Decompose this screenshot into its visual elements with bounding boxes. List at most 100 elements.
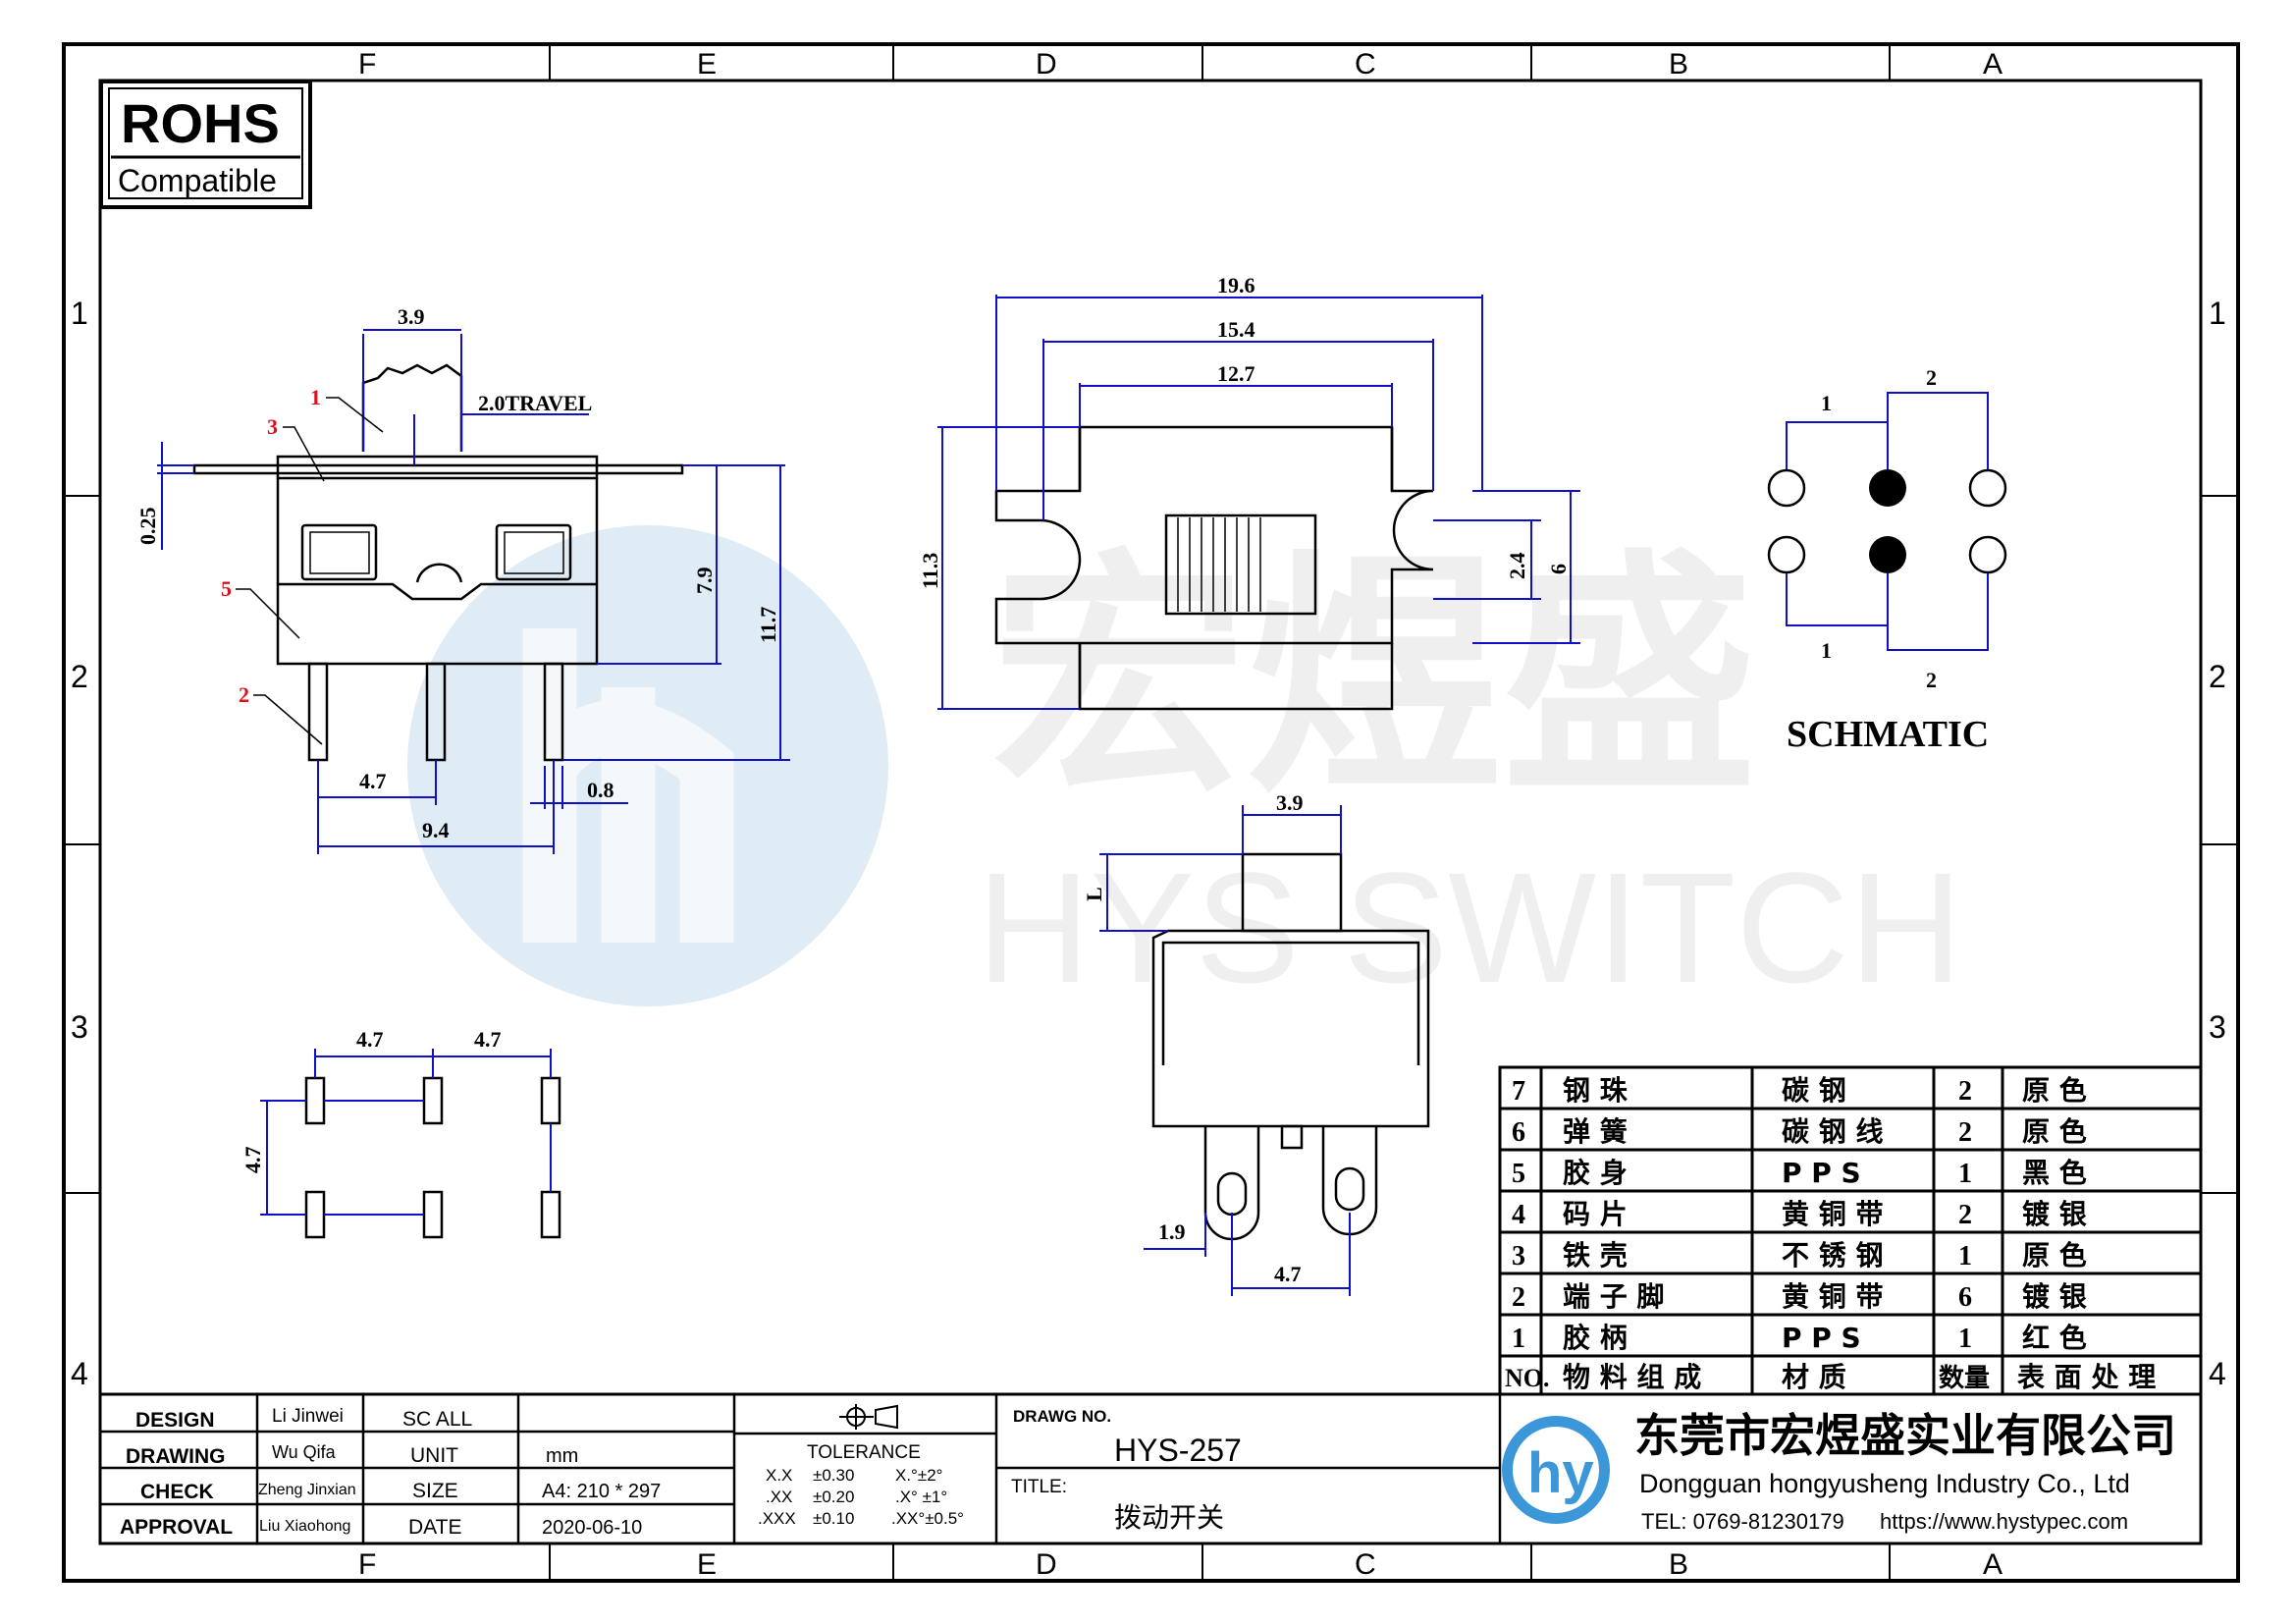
key-unit: UNIT — [410, 1444, 458, 1467]
bom-row-finish: 原 色 — [2022, 1239, 2087, 1272]
role-drawing: DRAWING — [126, 1445, 226, 1468]
tol-a3: X.°±2° — [895, 1466, 942, 1485]
callout-2: 2 — [239, 682, 249, 707]
bom-row-name: 胶 身 — [1563, 1157, 1628, 1189]
schematic-bottom-1: 1 — [1821, 638, 1832, 663]
bom-row-material: 黄 铜 带 — [1782, 1280, 1884, 1313]
zone-a-top: A — [1983, 48, 2002, 81]
bom-header-finish: 表 面 处 理 — [2017, 1361, 2156, 1393]
schematic-bottom-2: 2 — [1926, 668, 1937, 692]
front-view: 3.9 2.0TRAVEL 0.25 7.9 11.7 4.7 9.4 0.8 … — [135, 304, 790, 854]
svg-text:hy: hy — [1527, 1441, 1594, 1505]
zone-2-right: 2 — [2209, 659, 2226, 694]
footprint-pitch-v: 4.7 — [240, 1147, 265, 1174]
bom-row-name: 码 片 — [1563, 1198, 1628, 1230]
key-size: SIZE — [412, 1480, 458, 1502]
dim-slot: 2.4 — [1505, 553, 1529, 580]
bom-row-finish: 镀 银 — [2022, 1280, 2088, 1313]
bom-row-no: 2 — [1512, 1282, 1525, 1313]
bom-row-name: 钢 珠 — [1563, 1074, 1629, 1107]
dim-pin-span: 9.4 — [422, 818, 450, 842]
outer-frame — [62, 42, 2240, 1583]
side-dim-actuator: 3.9 — [1276, 790, 1304, 815]
dim-width-mid: 15.4 — [1217, 317, 1255, 342]
dim-height-total: 11.7 — [756, 607, 780, 643]
bom-row-qty: 2 — [1958, 1117, 1972, 1148]
zone-4-right: 4 — [2209, 1356, 2226, 1391]
bom-row-qty: 2 — [1958, 1076, 1972, 1107]
footprint-view: 4.7 4.7 4.7 — [240, 1027, 561, 1239]
zone-1-right: 1 — [2209, 296, 2226, 331]
zone-3-left: 3 — [71, 1009, 88, 1045]
dim-travel: 2.0TRAVEL — [478, 391, 592, 415]
zone-ticks — [64, 44, 2238, 1581]
bom-row-qty: 1 — [1958, 1159, 1972, 1189]
bom-row-name: 铁 壳 — [1563, 1239, 1628, 1272]
zone-numbers-left: 1 2 3 4 — [71, 296, 88, 1391]
role-design: DESIGN — [135, 1409, 215, 1432]
drawing-no: HYS-257 — [1114, 1433, 1242, 1468]
projection-symbol-icon — [839, 1404, 898, 1430]
side-dim-lever: L — [1082, 887, 1106, 901]
zone-3-right: 3 — [2209, 1009, 2226, 1045]
zone-4-left: 4 — [71, 1356, 88, 1391]
bom-header-material: 材 质 — [1782, 1361, 1846, 1393]
tol-c3: .XX°±0.5° — [891, 1509, 964, 1528]
bom-row-no: 5 — [1512, 1159, 1525, 1189]
dim-pin-pitch: 4.7 — [359, 769, 387, 793]
rohs-subtitle: Compatible — [118, 163, 277, 198]
zone-numbers-right: 1 2 3 4 — [2209, 296, 2226, 1391]
zone-letters-top: F E D C B A — [358, 48, 2002, 81]
dim-actuator-width: 3.9 — [398, 304, 425, 329]
drawing-title: 拨动开关 — [1114, 1502, 1224, 1533]
bom-header-no: NO. — [1505, 1364, 1550, 1392]
bom-row-name: 胶 柄 — [1563, 1322, 1628, 1354]
dim-width-outer: 19.6 — [1217, 273, 1255, 298]
bom-row-qty: 2 — [1958, 1200, 1972, 1230]
bom-row-material: 不 锈 钢 — [1782, 1239, 1884, 1272]
tol-c2: ±0.10 — [813, 1509, 854, 1528]
dim-pin-width: 0.8 — [587, 778, 614, 802]
dim-thickness: 0.25 — [135, 508, 160, 546]
tol-b1: .XX — [766, 1488, 792, 1506]
role-approval: APPROVAL — [120, 1516, 233, 1539]
zone-2-left: 2 — [71, 659, 88, 694]
bom-row-finish: 镀 银 — [2022, 1198, 2088, 1230]
schematic: 1 2 1 2 SCHMATIC — [1767, 365, 2007, 755]
watermark-chinese: 宏煜盛 — [991, 530, 1757, 827]
key-date: DATE — [408, 1516, 461, 1539]
zone-f-top: F — [358, 48, 376, 81]
bom-row-material: 碳 钢 线 — [1782, 1115, 1884, 1148]
schematic-top-2: 2 — [1926, 365, 1937, 390]
bom-row-no: 3 — [1512, 1241, 1525, 1272]
company-en: Dongguan hongyusheng Industry Co., Ltd — [1639, 1469, 2130, 1498]
rohs-title: ROHS — [121, 92, 280, 154]
bom-row-qty: 6 — [1958, 1282, 1972, 1313]
bom-table: 7 钢 珠 碳 钢 2 原 色 6 弹 簧 碳 钢 线 2 原 色 5 胶 身 … — [1498, 1065, 2203, 1396]
company-logo: hy — [1502, 1416, 1610, 1524]
callout-3: 3 — [267, 414, 278, 439]
schematic-label: SCHMATIC — [1787, 714, 1989, 755]
bom-row-finish: 黑 色 — [2022, 1157, 2087, 1189]
value-date: 2020-06-10 — [542, 1517, 642, 1539]
bom-row-material: 碳 钢 — [1782, 1074, 1846, 1107]
value-unit: mm — [546, 1445, 578, 1467]
callout-1: 1 — [310, 385, 321, 409]
watermark: 宏煜盛 HYS SWITCH — [407, 525, 1962, 1015]
dim-width-inner: 12.7 — [1217, 361, 1255, 386]
zone-f-bottom: F — [358, 1548, 376, 1581]
footprint-pitch-a: 4.7 — [356, 1027, 384, 1052]
dim-slot-outer: 6 — [1546, 564, 1571, 574]
tol-a2: ±0.30 — [813, 1466, 854, 1485]
top-view: 19.6 15.4 12.7 11.3 2.4 6 — [918, 273, 1580, 711]
watermark-english: HYS SWITCH — [977, 839, 1962, 1015]
bom-row-qty: 1 — [1958, 1241, 1972, 1272]
tol-b3: .X° ±1° — [895, 1488, 947, 1506]
bom-row-no: 4 — [1512, 1200, 1525, 1230]
tol-a1: X.X — [766, 1466, 792, 1485]
name-approval: Liu Xiaohong — [259, 1518, 350, 1535]
name-drawing: Wu Qifa — [272, 1442, 337, 1462]
schematic-top-1: 1 — [1821, 391, 1832, 415]
dim-height-body: 7.9 — [692, 568, 717, 595]
